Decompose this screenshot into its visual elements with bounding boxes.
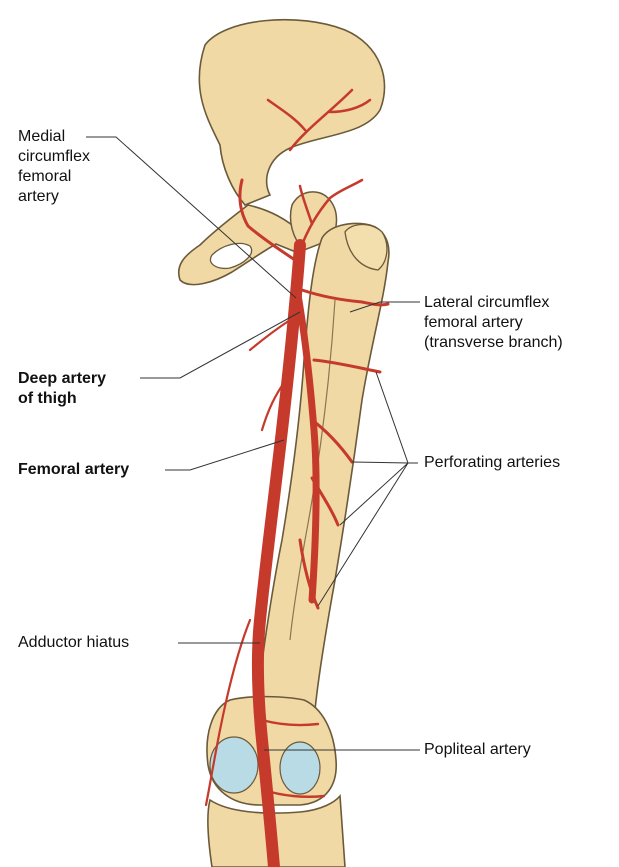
label-popliteal-artery: Popliteal artery [424, 740, 531, 760]
label-femoral-artery: Femoral artery [18, 460, 129, 480]
label-line: of thigh [18, 389, 106, 409]
label-line: Medial [18, 127, 90, 147]
label-line: Lateral circumflex [424, 293, 563, 313]
label-line: femoral artery [424, 313, 563, 333]
label-line: Deep artery [18, 369, 106, 389]
label-line: (transverse branch) [424, 333, 563, 353]
label-deep-artery-of-thigh: Deep artery of thigh [18, 369, 106, 409]
label-line: circumflex [18, 147, 90, 167]
label-lateral-circumflex-femoral-artery: Lateral circumflex femoral artery (trans… [424, 293, 563, 353]
label-adductor-hiatus: Adductor hiatus [18, 633, 129, 653]
leader-femoral-artery [165, 440, 284, 470]
label-perforating-arteries: Perforating arteries [424, 453, 560, 473]
leader-deep-artery [140, 312, 300, 378]
label-line: artery [18, 187, 90, 207]
label-line: femoral [18, 167, 90, 187]
label-medial-circumflex-femoral-artery: Medial circumflex femoral artery [18, 127, 90, 207]
ilium [199, 20, 384, 205]
